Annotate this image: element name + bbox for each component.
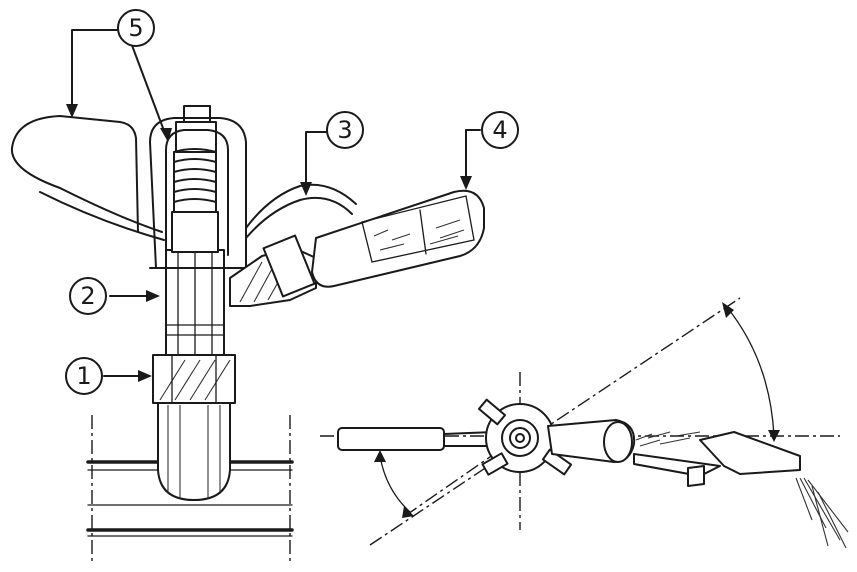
svg-text:4: 4	[492, 116, 507, 144]
nozzle-arm-top	[547, 419, 701, 463]
bearing-body	[165, 211, 225, 356]
sprinkler-top-view	[320, 297, 849, 549]
callout-4: 4	[481, 111, 519, 149]
counterweight	[337, 427, 445, 451]
sprinkler-section-view: 5 3 4 2 1	[10, 9, 519, 565]
water-spray	[795, 477, 849, 549]
deflector-arm-top	[633, 431, 801, 487]
spring-assembly	[173, 105, 217, 213]
svg-text:5: 5	[128, 14, 143, 42]
svg-text:3: 3	[337, 116, 352, 144]
callout-1: 1	[65, 357, 103, 395]
angle-arc-upper	[725, 305, 775, 437]
riser-base	[152, 354, 236, 501]
callout-5: 5	[117, 9, 155, 47]
leader-lines	[66, 29, 481, 382]
frame-housing	[149, 117, 247, 269]
nozzle-tube	[229, 183, 357, 307]
rotating-hub	[477, 398, 573, 476]
supply-pipe	[86, 415, 294, 565]
svg-text:2: 2	[80, 282, 95, 310]
angle-arc-lower	[379, 455, 411, 513]
deflector-body	[311, 189, 485, 288]
callout-3: 3	[326, 111, 364, 149]
impact-arm	[10, 115, 165, 241]
svg-text:1: 1	[76, 362, 91, 390]
callout-2: 2	[69, 277, 107, 315]
